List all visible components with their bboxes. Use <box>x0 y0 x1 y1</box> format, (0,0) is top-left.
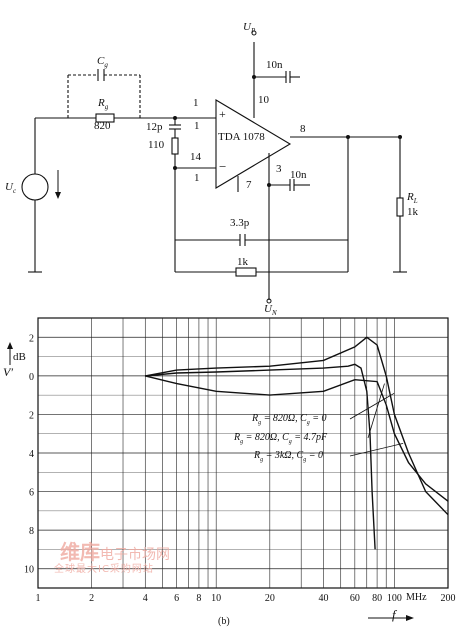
circuit-schematic <box>21 30 407 304</box>
pin-3-label: 3 <box>276 163 282 175</box>
rl-value: 1k <box>407 206 418 218</box>
y-axis-label: V′ <box>3 365 13 379</box>
y-tick-label: 2 <box>29 410 34 421</box>
x-unit-label: MHz <box>406 592 427 603</box>
ic-label: TDA 1078 <box>218 131 265 143</box>
legend-entry-1: Rg = 820Ω, Cg = 0 <box>252 413 327 427</box>
chart-caption: (b) <box>218 616 230 627</box>
x-tick-label: 60 <box>350 593 360 604</box>
cap-10n-mid-label: 10n <box>290 169 307 181</box>
x-tick-label: 4 <box>143 593 148 604</box>
series-line-1 <box>145 336 449 516</box>
minus-input-label: − <box>219 159 227 174</box>
pin-1-lower-label: 1 <box>194 120 200 132</box>
x-axis-label: f <box>392 607 396 622</box>
legend-leader-2 <box>367 383 385 439</box>
resistor-1k-feedback-label: 1k <box>237 256 248 268</box>
x-tick-label: 10 <box>211 593 221 604</box>
x-tick-label: 200 <box>441 593 456 604</box>
legend-entry-2: Rg = 820Ω, Cg = 4.7pF <box>234 432 328 446</box>
series-line-3 <box>145 375 449 502</box>
pin-1-label: 1 <box>193 97 199 109</box>
y-unit-label: dB <box>13 351 26 363</box>
rl-label: RL <box>407 191 418 206</box>
watermark-brand: 维库电子市场网 <box>60 540 170 564</box>
x-tick-label: 6 <box>174 593 179 604</box>
cg-label: Cg <box>97 55 108 70</box>
cap-10n-top-label: 10n <box>266 59 283 71</box>
y-tick-label: 6 <box>29 488 34 499</box>
pin-8-label: 8 <box>300 123 306 135</box>
cap-12p-label: 12p <box>146 121 163 133</box>
y-tick-label: 0 <box>29 372 34 383</box>
opamp-tda1078 <box>215 99 292 189</box>
plus-input-label: + <box>219 107 226 121</box>
pin-7-label: 7 <box>246 179 252 191</box>
resistor-110-label: 110 <box>148 139 165 151</box>
un-label: UN <box>264 303 277 318</box>
watermark-tagline: 全球最大IC采购网站 <box>54 564 154 575</box>
x-tick-label: 2 <box>89 593 94 604</box>
up-label: UP <box>243 21 256 36</box>
x-axis-arrowhead <box>406 615 414 621</box>
pin-1-bottom-label: 1 <box>194 172 200 184</box>
x-tick-label: 80 <box>372 593 382 604</box>
x-tick-label: 20 <box>265 593 275 604</box>
x-tick-label: 40 <box>318 593 328 604</box>
cap-3p3-label: 3.3p <box>230 217 250 229</box>
y-tick-label: 8 <box>29 526 34 537</box>
pin-14-label: 14 <box>190 151 201 163</box>
rg-value: 820 <box>94 120 111 132</box>
legend-leader-3 <box>349 442 404 457</box>
x-tick-label: 1 <box>36 593 41 604</box>
y-tick-label: 10 <box>24 565 34 576</box>
y-axis-arrowhead <box>7 342 13 349</box>
y-tick-label: 2 <box>29 333 34 344</box>
pin-10-label: 10 <box>258 94 269 106</box>
legend-leader-1 <box>349 392 395 420</box>
legend-entry-3: Rg = 3kΩ, Cg = 0 <box>254 450 323 464</box>
y-tick-label: 4 <box>29 449 34 460</box>
x-tick-label: 100 <box>387 593 402 604</box>
series-line-2 <box>145 363 376 550</box>
rg-label: Rg <box>98 97 109 112</box>
x-tick-label: 8 <box>196 593 201 604</box>
resistor-rg <box>95 113 115 123</box>
capacitor-cg <box>67 74 141 118</box>
uc-label: Uc <box>5 181 17 196</box>
